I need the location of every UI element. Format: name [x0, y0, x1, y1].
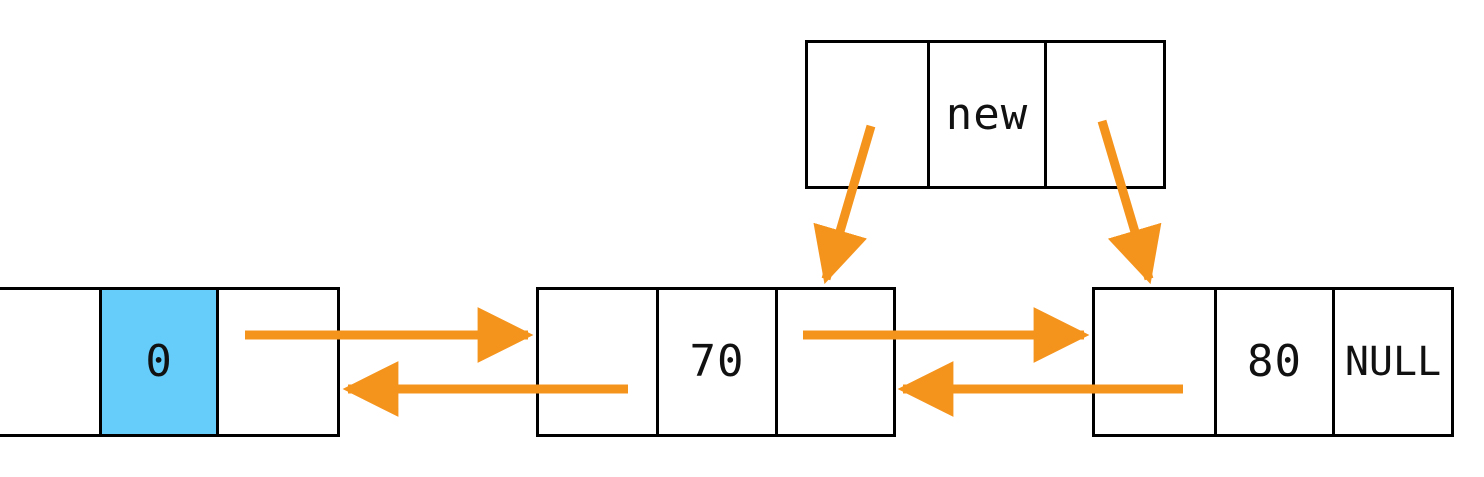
node-new: new [805, 40, 1166, 189]
node-zero-data-cell: 0 [99, 290, 217, 434]
node-seventy-data-cell: 70 [655, 290, 775, 434]
node-zero: 0 [0, 287, 340, 437]
node-new-data-cell: new [926, 43, 1044, 186]
node-new-next-pointer-cell [1044, 43, 1163, 186]
node-seventy-next-pointer-cell [774, 290, 893, 434]
node-seventy-prev-pointer-cell [539, 290, 656, 434]
node-zero-next-pointer-cell [216, 290, 337, 434]
node-eighty: 80 NULL [1092, 287, 1454, 437]
node-eighty-next-pointer-cell: NULL [1331, 290, 1451, 434]
node-seventy: 70 [536, 287, 896, 437]
node-new-prev-pointer-cell [808, 43, 927, 186]
node-eighty-prev-pointer-cell [1095, 290, 1214, 434]
node-zero-prev-pointer-cell [0, 290, 100, 434]
node-eighty-data-cell: 80 [1213, 290, 1332, 434]
